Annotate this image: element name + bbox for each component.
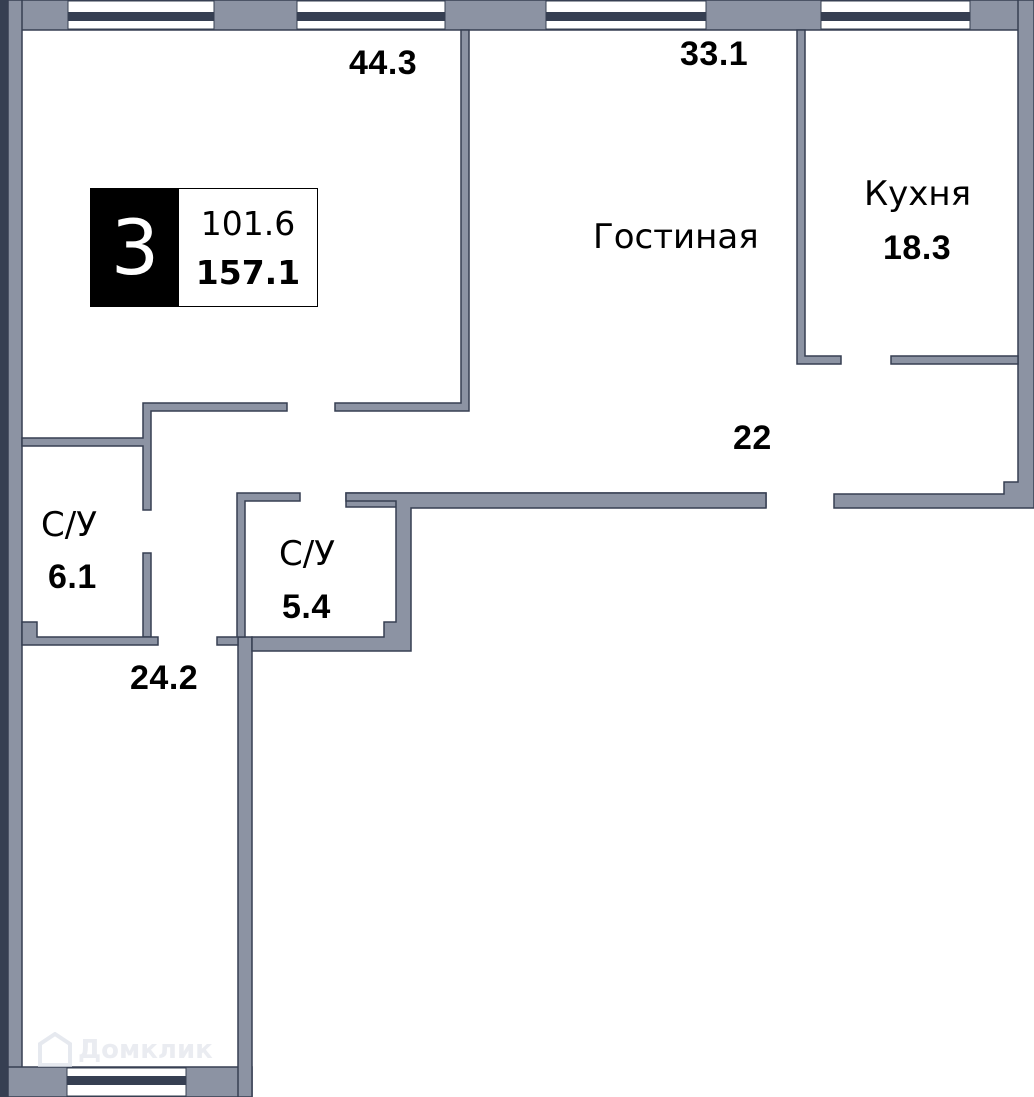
living-room-name: Гостиная xyxy=(593,217,759,257)
window-4 xyxy=(820,0,971,30)
house-logo-icon xyxy=(38,1032,72,1067)
bedroom-top-left-area: 44.3 xyxy=(349,44,418,82)
kitchen-bottom-partition xyxy=(890,355,1019,365)
left-exterior-wall xyxy=(7,0,23,1097)
bedroom-bottom-left-area: 24.2 xyxy=(130,659,199,697)
right-exterior-wall xyxy=(833,0,1034,509)
bath-center-left-wall xyxy=(216,492,301,646)
domclick-watermark: Домклик xyxy=(38,1032,213,1068)
apartment-summary-badge: 3 101.6 157.1 xyxy=(90,188,318,307)
living-kitchen-partition xyxy=(796,29,842,365)
bath-left-bottom-wall xyxy=(21,621,159,646)
bathroom-left-name: С/У xyxy=(41,505,97,545)
bathroom-left-area: 6.1 xyxy=(48,558,97,596)
bedroom-right-wall xyxy=(237,636,253,1097)
window-2 xyxy=(296,0,446,30)
kitchen-name: Кухня xyxy=(864,174,972,214)
hallway-area: 22 xyxy=(733,419,772,457)
bedroom-living-partition xyxy=(334,29,470,412)
window-3 xyxy=(545,0,707,30)
bathroom-center-name: С/У xyxy=(279,534,335,574)
rooms-count: 3 xyxy=(91,189,179,306)
kitchen-area: 18.3 xyxy=(883,229,952,267)
bedroom-bottom-partition xyxy=(21,402,288,511)
window-5 xyxy=(66,1067,187,1097)
watermark-text: Домклик xyxy=(78,1035,213,1065)
outer-wall-band xyxy=(0,0,8,1097)
bathroom-center-area: 5.4 xyxy=(282,588,331,626)
living-area-value: 101.6 xyxy=(200,203,296,243)
living-room-area: 33.1 xyxy=(680,35,749,73)
bath-left-partition-lower xyxy=(142,552,152,638)
bath-center-right-wall xyxy=(251,492,767,652)
total-area-value: 157.1 xyxy=(195,252,301,292)
window-1 xyxy=(67,0,215,30)
